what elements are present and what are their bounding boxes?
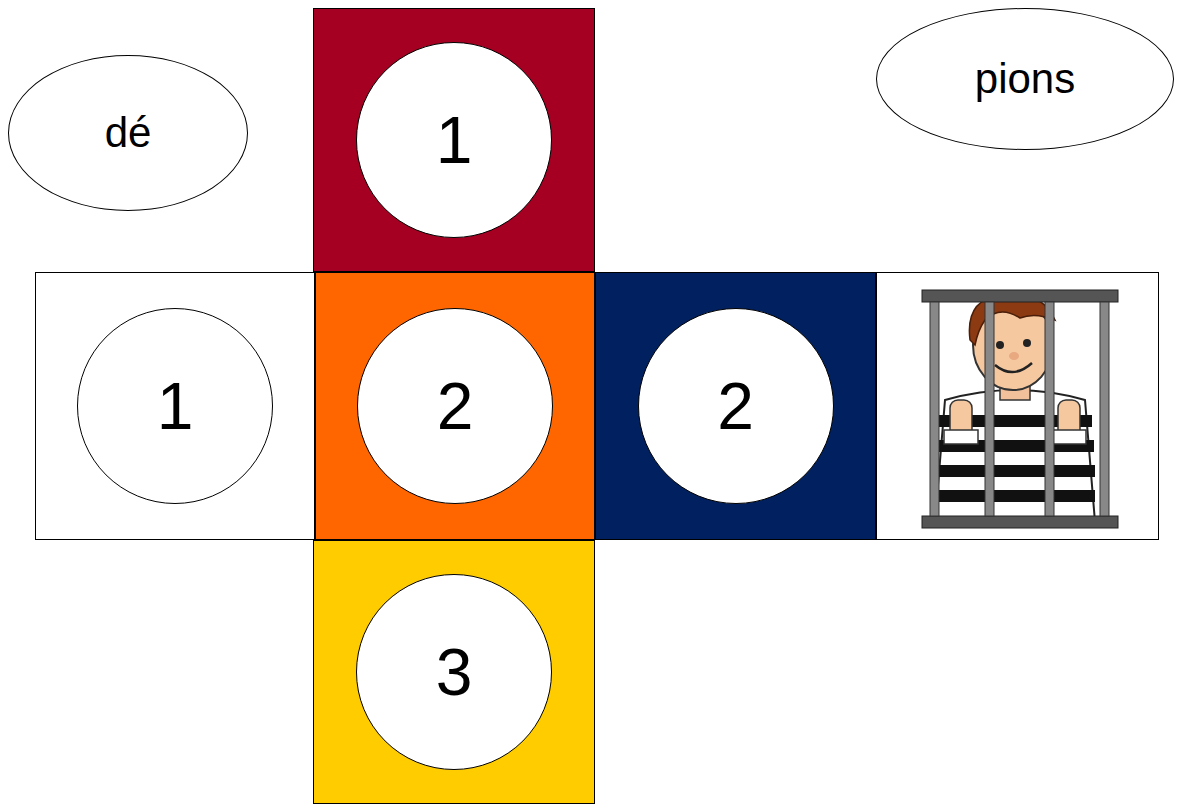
- die-face: 3: [313, 540, 595, 804]
- die-face: 2: [595, 272, 876, 540]
- face-number: 2: [357, 308, 553, 504]
- face-number: 1: [77, 308, 273, 504]
- die-face: 2: [315, 272, 595, 540]
- label-oval: pions: [876, 8, 1174, 150]
- face-number: 1: [356, 42, 552, 238]
- die-face: 1: [313, 8, 595, 272]
- label-oval: dé: [8, 55, 248, 211]
- oval-label: pions: [975, 56, 1075, 102]
- oval-label: dé: [105, 110, 152, 156]
- prisoner-illustration: [922, 290, 1118, 528]
- die-face: 1: [35, 272, 315, 540]
- face-number: 2: [638, 308, 834, 504]
- face-number: 3: [356, 574, 552, 770]
- die-face: [877, 273, 1159, 540]
